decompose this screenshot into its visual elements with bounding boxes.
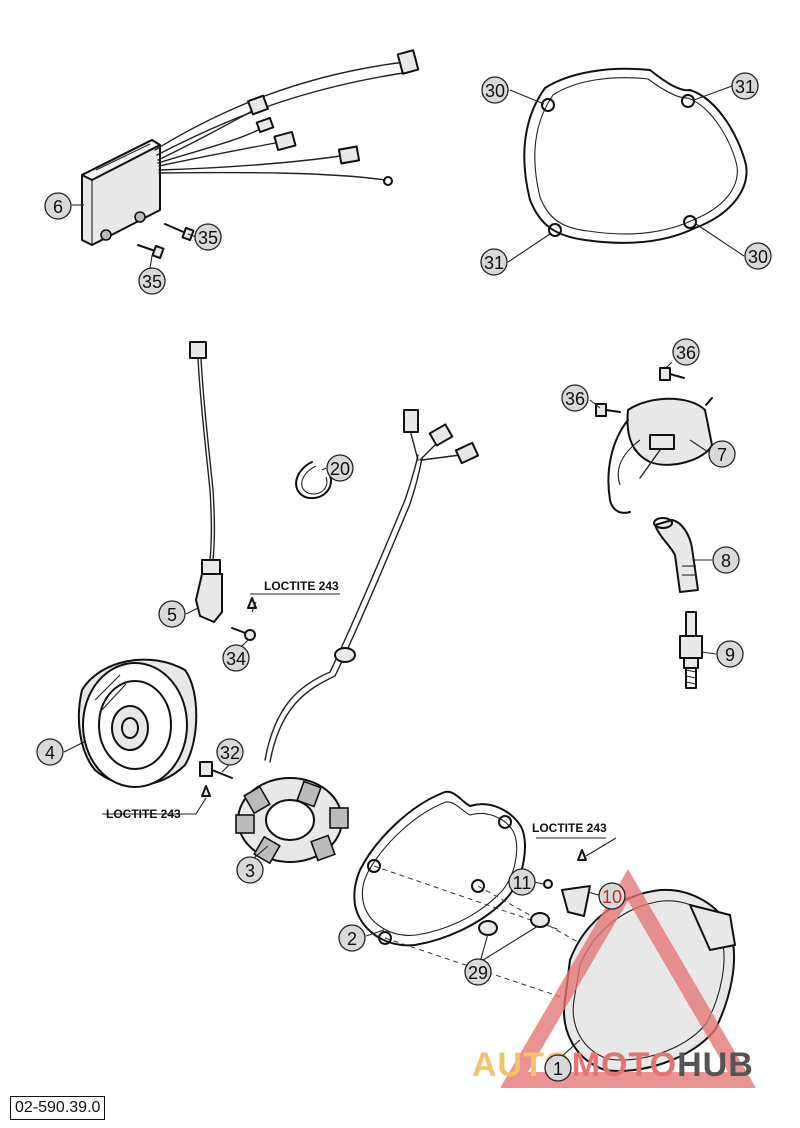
svg-text:AUTOMOTOHUB: AUTOMOTOHUB xyxy=(472,1046,754,1084)
callout-31-a: 31 xyxy=(731,72,759,100)
callout-2: 2 xyxy=(338,924,366,952)
callout-8: 8 xyxy=(712,546,740,574)
callout-label-35a: 35 xyxy=(198,228,218,248)
callout-label-8: 8 xyxy=(721,551,731,571)
coil-screws xyxy=(595,367,685,417)
callout-30-a: 30 xyxy=(481,76,509,104)
callout-1: 1 xyxy=(544,1054,572,1082)
callout-20: 20 xyxy=(326,454,354,482)
callout-label-31b: 31 xyxy=(484,253,504,273)
callout-6: 6 xyxy=(44,192,72,220)
callout-31-b: 31 xyxy=(480,248,508,276)
callout-label-11: 11 xyxy=(513,873,532,893)
autmotohub-watermark: AUTOMOTOHUB xyxy=(472,869,756,1088)
spark-plug xyxy=(679,611,703,689)
document-reference-number: 02-590.39.0 xyxy=(10,1096,106,1120)
loctite-label-flywheel: LOCTITE 243 xyxy=(106,807,181,821)
callout-label-36b: 36 xyxy=(565,389,585,409)
flywheel-rotor xyxy=(77,658,198,788)
callout-label-10: 10 xyxy=(602,887,622,907)
callout-label-30a: 30 xyxy=(485,81,505,101)
stator xyxy=(235,777,349,865)
callout-9: 9 xyxy=(716,640,744,668)
callout-5: 5 xyxy=(158,600,186,628)
dowel-sleeves xyxy=(478,912,550,936)
cdi-wiring-harness xyxy=(154,49,420,186)
callout-label-29: 29 xyxy=(468,963,488,983)
callout-label-2: 2 xyxy=(347,929,357,949)
callout-35-a: 35 xyxy=(194,223,222,251)
spark-plug-connector xyxy=(653,517,699,593)
callout-36-b: 36 xyxy=(561,384,589,412)
callout-35-b: 35 xyxy=(138,267,166,295)
callout-29: 29 xyxy=(464,958,492,986)
callout-label-30b: 30 xyxy=(748,247,768,267)
cdi-screws xyxy=(137,223,195,260)
callout-label-32: 32 xyxy=(220,743,240,763)
callout-label-7: 7 xyxy=(717,445,727,465)
callout-3: 3 xyxy=(236,856,264,884)
cover-gasket-top xyxy=(523,67,748,244)
callout-label-35b: 35 xyxy=(142,272,162,292)
callout-10: 10 xyxy=(598,882,626,910)
callout-4: 4 xyxy=(36,738,64,766)
callout-7: 7 xyxy=(708,440,736,468)
callout-label-9: 9 xyxy=(725,645,735,665)
callout-32: 32 xyxy=(216,738,244,766)
stator-harness xyxy=(264,409,480,763)
loctite-label-cover: LOCTITE 243 xyxy=(532,821,607,835)
leader-lines xyxy=(63,85,745,1059)
watermark-part2: MOTO xyxy=(572,1046,677,1084)
flywheel-screw xyxy=(199,761,233,797)
watermark-part3: HUB xyxy=(677,1046,754,1084)
callout-36-a: 36 xyxy=(672,338,700,366)
pulse-sensor xyxy=(189,341,223,623)
callout-label-36a: 36 xyxy=(676,343,696,363)
ignition-coil xyxy=(607,397,713,514)
callout-label-3: 3 xyxy=(245,861,255,881)
callout-label-4: 4 xyxy=(45,743,55,763)
callout-11: 11 xyxy=(508,868,536,896)
pulse-sensor-screw xyxy=(231,597,257,641)
generator-cover-gasket xyxy=(353,790,526,947)
callout-34: 34 xyxy=(222,644,250,672)
callout-label-31a: 31 xyxy=(735,77,755,97)
callout-30-b: 30 xyxy=(744,242,772,270)
callout-label-1: 1 xyxy=(553,1059,563,1079)
cdi-unit xyxy=(81,139,161,246)
small-screw xyxy=(543,849,587,889)
cable-guide-clip xyxy=(561,885,591,917)
callout-label-5: 5 xyxy=(167,605,177,625)
callout-label-34: 34 xyxy=(226,649,246,669)
callout-label-6: 6 xyxy=(53,197,63,217)
cable-clamp xyxy=(295,461,332,500)
callout-label-20: 20 xyxy=(330,459,350,479)
loctite-label-sensor: LOCTITE 243 xyxy=(264,579,339,593)
